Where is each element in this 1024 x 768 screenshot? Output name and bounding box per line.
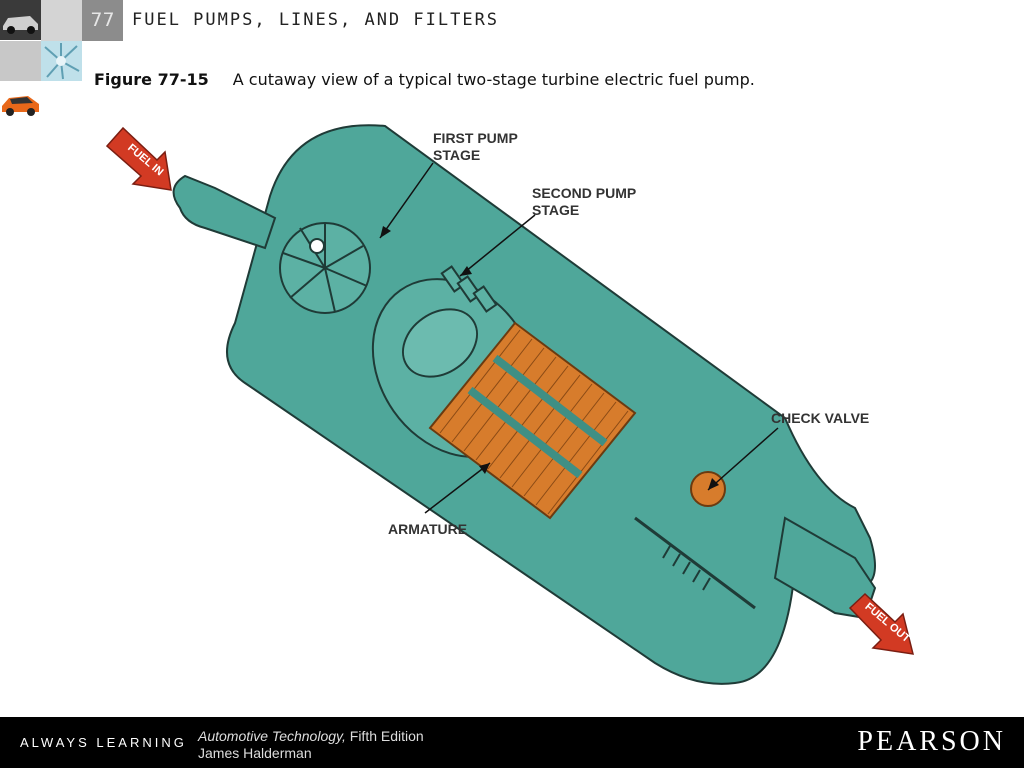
- armature-windings: [428, 321, 637, 520]
- figure-number: Figure 77-15: [94, 70, 209, 89]
- header-gray-tile: [41, 0, 82, 41]
- car-thumbnail-silver: [0, 0, 41, 40]
- car-thumbnail-orange: [0, 82, 41, 122]
- chapter-number: 77: [82, 0, 123, 41]
- footer-bar: ALWAYS LEARNING Automotive Technology, F…: [0, 717, 1024, 768]
- label-armature: ARMATURE: [388, 521, 468, 537]
- label-second-pump-stage: SECOND PUMP STAGE: [532, 185, 637, 218]
- fuel-in-arrow: FUEL IN: [105, 126, 172, 191]
- leader-lines: [379, 162, 779, 514]
- fuel-pump-diagram: FUEL IN FUEL OUT FIRST PUMP STAGE SECOND…: [95, 118, 930, 693]
- figure-caption: Figure 77-15 A cutaway view of a typical …: [94, 70, 755, 89]
- turbine-thumbnail: [41, 41, 82, 81]
- fuel-pump-cutaway: FUEL IN FUEL OUT: [105, 124, 915, 685]
- tagline: ALWAYS LEARNING: [20, 735, 187, 750]
- book-author: James Halderman: [198, 745, 312, 761]
- book-title: Automotive Technology,: [198, 728, 346, 744]
- pump-housing: [172, 124, 877, 685]
- label-check-valve: CHECK VALVE: [771, 410, 870, 426]
- fuel-out-arrow: FUEL OUT: [848, 592, 915, 655]
- header-thumbnails: [0, 0, 82, 122]
- header-gray-tile: [0, 41, 41, 81]
- book-info: Automotive Technology, Fifth Edition Jam…: [198, 728, 424, 762]
- label-first-pump-stage: FIRST PUMP STAGE: [433, 130, 518, 163]
- publisher-logo: PEARSON: [857, 726, 1006, 757]
- chapter-title: FUEL PUMPS, LINES, AND FILTERS: [132, 10, 500, 30]
- figure-caption-text: A cutaway view of a typical two-stage tu…: [232, 70, 755, 89]
- book-edition: Fifth Edition: [345, 728, 424, 744]
